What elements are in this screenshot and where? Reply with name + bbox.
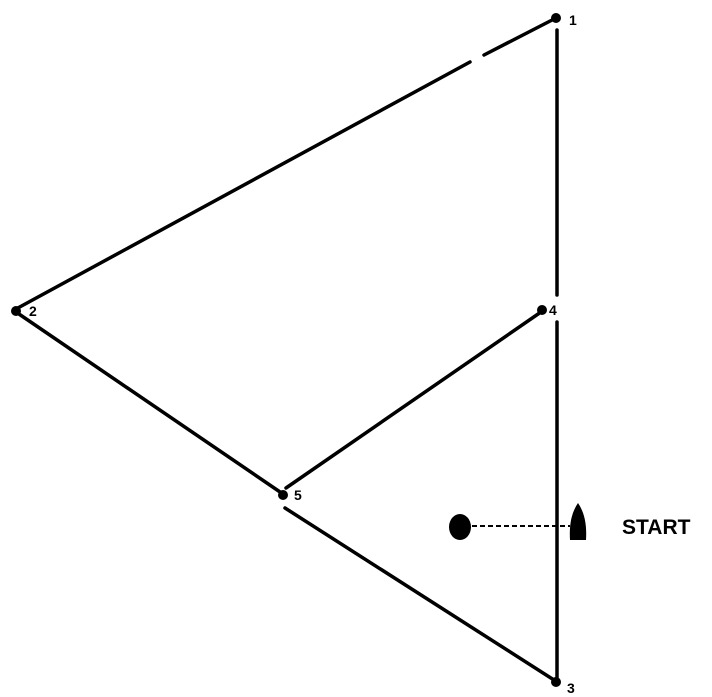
start-label: START bbox=[622, 516, 691, 539]
course-node-4: 4 bbox=[537, 302, 557, 318]
course-node-5: 5 bbox=[278, 487, 302, 503]
node-2-dot bbox=[11, 306, 21, 316]
node-3-label: 3 bbox=[567, 680, 575, 696]
edge-1-2 bbox=[482, 16, 558, 57]
edge-5-3 bbox=[283, 506, 556, 682]
node-1-dot bbox=[551, 13, 561, 23]
start-line-group: START bbox=[449, 503, 691, 540]
node-5-label: 5 bbox=[294, 487, 302, 503]
edge-2-5 bbox=[14, 310, 285, 496]
course-node-1: 1 bbox=[551, 12, 577, 28]
edge-1-2-lower bbox=[14, 60, 472, 311]
node-1-label: 1 bbox=[569, 12, 577, 28]
course-node-3: 3 bbox=[551, 677, 575, 696]
edge-5-4 bbox=[284, 310, 543, 490]
node-3-dot bbox=[551, 677, 561, 687]
pin-end-buoy-icon bbox=[449, 514, 471, 540]
committee-boat-icon bbox=[569, 503, 587, 540]
node-2-label: 2 bbox=[29, 303, 37, 319]
node-5-dot bbox=[278, 490, 288, 500]
course-node-2: 2 bbox=[11, 303, 37, 319]
node-4-label: 4 bbox=[549, 302, 557, 318]
node-4-dot bbox=[537, 305, 547, 315]
course-edges bbox=[14, 16, 559, 682]
